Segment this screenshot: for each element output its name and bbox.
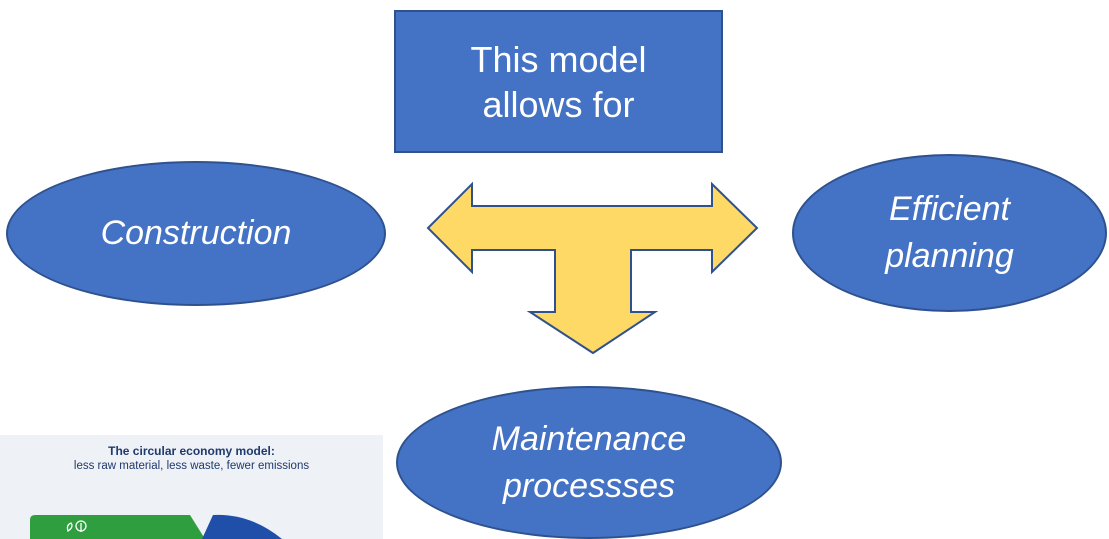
efficient-planning-label: Efficient planning — [885, 190, 1014, 275]
leaf-tree-icon — [66, 520, 87, 533]
t-arrow-shape — [426, 181, 759, 355]
construction-ellipse: Construction — [6, 161, 386, 306]
inset-title: The circular economy model: — [108, 444, 275, 458]
efficient-planning-ellipse: Efficient planning — [792, 154, 1107, 312]
green-segment — [30, 515, 205, 539]
blue-segment — [202, 514, 282, 539]
circular-economy-graphic — [30, 514, 282, 539]
construction-label: Construction — [100, 214, 292, 253]
inset-subtitle: less raw material, less waste, fewer emi… — [73, 460, 310, 472]
model-box-text: This model allows for — [470, 38, 647, 125]
maintenance-label: Maintenance processses — [491, 419, 687, 505]
maintenance-ellipse: Maintenance processses — [396, 386, 782, 539]
model-box: This model allows for — [394, 10, 723, 153]
circular-economy-image: The circular economy model: less raw mat… — [0, 435, 383, 539]
